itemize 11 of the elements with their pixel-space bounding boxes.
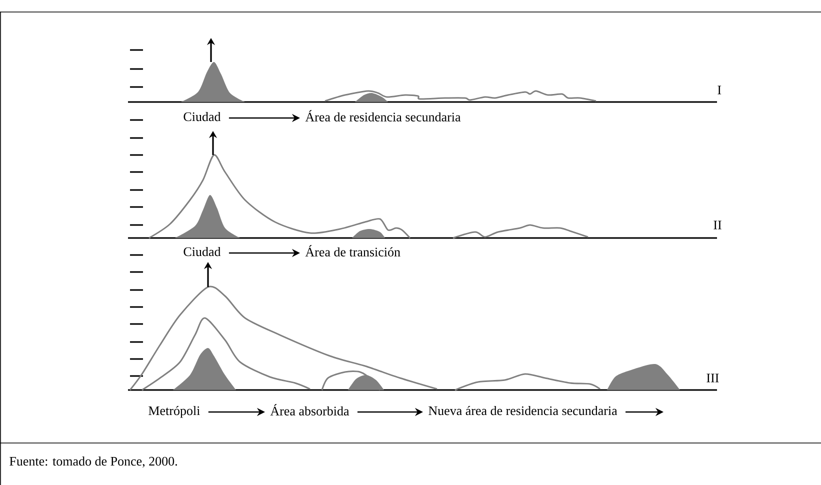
stage-label: Área de transición [305,245,400,256]
stage-label: Área absorbida [270,404,350,416]
stage-label: Ciudad [184,246,221,256]
caption: Fuente: tomado de Ponce, 2000. [10,456,177,468]
stage-label: Nueva área de residencia secundaria [428,406,618,416]
panel-numeral: II [714,220,722,230]
panel-numeral: III [706,374,719,382]
panel-numeral: I [718,86,722,94]
stage-label: Ciudad [184,112,221,122]
stage-label: Área de residencia secundaria [305,110,461,122]
stage-label: Metrópoli [148,406,200,418]
